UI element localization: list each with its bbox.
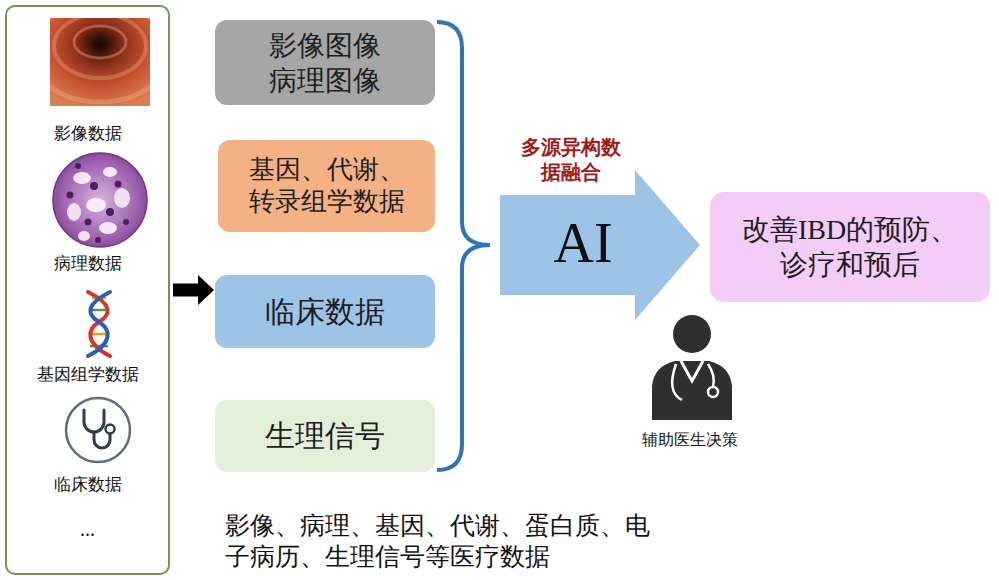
- node-text: 影像图像 病理图像: [235, 28, 415, 98]
- node-text: 病理数据: [7, 253, 168, 274]
- outcome-box: 改善IBD的预防、 诊疗和预后: [710, 192, 990, 302]
- node-text: 临床数据: [7, 474, 168, 495]
- pathology-image-rim: [53, 153, 147, 247]
- ai-arrow: AI: [500, 170, 700, 320]
- endoscopy-image: [50, 18, 150, 106]
- doctor-icon: [652, 315, 732, 420]
- node-text: 基因组学数据: [7, 364, 168, 385]
- flow-arrow: [173, 284, 198, 297]
- node-text: 基因、代谢、 转录组学数据: [232, 154, 422, 219]
- data-types-note: 影像、病理、基因、代谢、蛋白质、电 子病历、生理信号等医疗数据: [225, 510, 665, 573]
- node-text: 生理信号: [265, 417, 385, 455]
- node-text: 改善IBD的预防、 诊疗和预后: [725, 212, 975, 282]
- fusion-label: 多源异构数 据融合: [515, 135, 627, 185]
- arrow-body: [500, 170, 700, 320]
- stethoscope-icon: [66, 398, 130, 462]
- dna-helix-icon: [88, 292, 110, 356]
- data-source-panel: 影像数据病理数据基因组学数据临床数据...: [5, 5, 170, 575]
- imaging-box: 影像图像 病理图像: [215, 20, 435, 105]
- curly-brace: [437, 22, 490, 470]
- node-text: 影像数据: [7, 123, 168, 144]
- clinical-box: 临床数据: [215, 275, 435, 348]
- omics-box: 基因、代谢、 转录组学数据: [218, 140, 435, 232]
- node-text: 临床数据: [265, 293, 385, 331]
- doctor-caption: 辅助医生决策: [630, 430, 750, 450]
- node-text: AI: [500, 210, 666, 277]
- pathology-image: [53, 153, 147, 247]
- node-text: ...: [7, 517, 168, 542]
- signal-box: 生理信号: [215, 400, 435, 472]
